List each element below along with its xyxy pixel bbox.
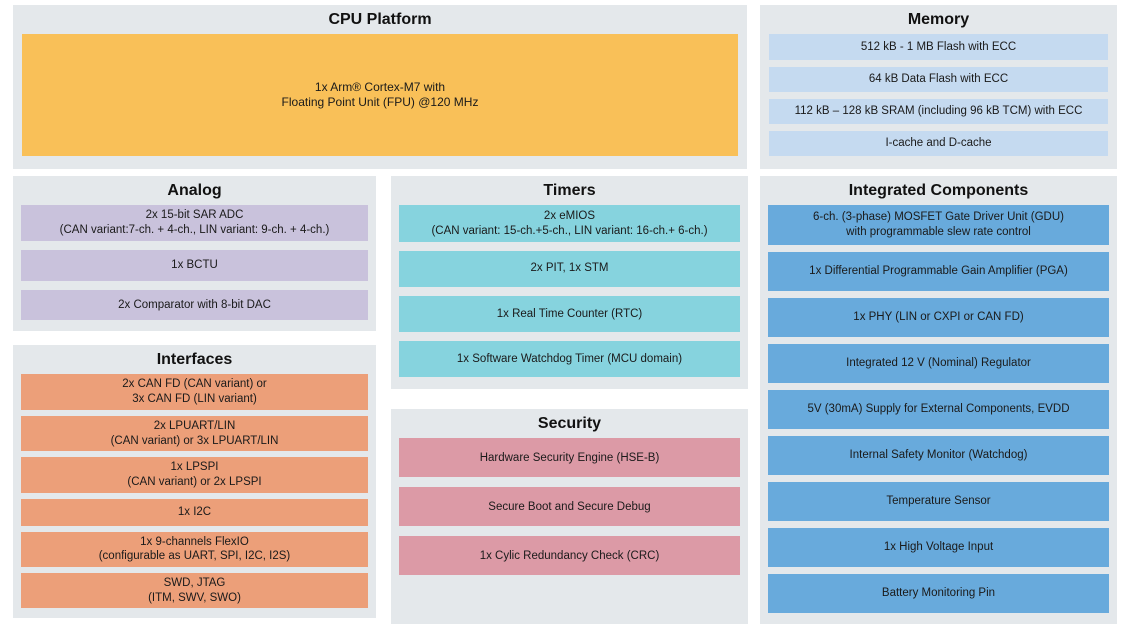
- block-integrated-regulator: Integrated 12 V (Nominal) Regulator: [768, 343, 1109, 383]
- panel-body-timers: 2x eMIOS (CAN variant: 15-ch.+5-ch., LIN…: [391, 205, 748, 385]
- panel-body-analog: 2x 15-bit SAR ADC (CAN variant:7-ch. + 4…: [13, 205, 376, 328]
- block-interfaces-lpuart-lin: 2x LPUART/LIN (CAN variant) or 3x LPUART…: [21, 415, 368, 452]
- block-analog-comparator: 2x Comparator with 8-bit DAC: [21, 289, 368, 321]
- block-interfaces-swd-jtag: SWD, JTAG (ITM, SWV, SWO): [21, 572, 368, 609]
- block-integrated-evdd: 5V (30mA) Supply for External Components…: [768, 389, 1109, 429]
- block-interfaces-can-fd: 2x CAN FD (CAN variant) or 3x CAN FD (LI…: [21, 374, 368, 410]
- panel-title-analog: Analog: [167, 182, 222, 199]
- block-timers-rtc: 1x Real Time Counter (RTC): [399, 295, 740, 333]
- panel-security: Security Hardware Security Engine (HSE-B…: [391, 409, 748, 624]
- block-analog-bctu: 1x BCTU: [21, 249, 368, 281]
- panel-title-timers: Timers: [543, 182, 596, 199]
- block-memory-sram: 112 kB – 128 kB SRAM (including 96 kB TC…: [769, 98, 1108, 125]
- block-analog-sar-adc: 2x 15-bit SAR ADC (CAN variant:7-ch. + 4…: [21, 205, 368, 241]
- block-memory-cache: I-cache and D-cache: [769, 131, 1108, 157]
- panel-body-cpu-platform: 1x Arm® Cortex-M7 with Floating Point Un…: [13, 34, 747, 165]
- panel-cpu-platform: CPU Platform 1x Arm® Cortex-M7 with Floa…: [13, 5, 747, 169]
- panel-integrated-components: Integrated Components 6-ch. (3-phase) MO…: [760, 176, 1117, 624]
- block-interfaces-i2c: 1x I2C: [21, 498, 368, 526]
- block-integrated-phy: 1x PHY (LIN or CXPI or CAN FD): [768, 297, 1109, 337]
- panel-body-integrated-components: 6-ch. (3-phase) MOSFET Gate Driver Unit …: [760, 205, 1117, 621]
- block-integrated-temp-sensor: Temperature Sensor: [768, 482, 1109, 522]
- block-memory-flash: 512 kB - 1 MB Flash with ECC: [769, 34, 1108, 60]
- block-integrated-battery-pin: Battery Monitoring Pin: [768, 574, 1109, 614]
- block-integrated-pga: 1x Differential Programmable Gain Amplif…: [768, 251, 1109, 291]
- block-cpu-core: 1x Arm® Cortex-M7 with Floating Point Un…: [22, 34, 738, 157]
- panel-title-memory: Memory: [907, 11, 970, 28]
- block-integrated-gdu: 6-ch. (3-phase) MOSFET Gate Driver Unit …: [768, 205, 1109, 245]
- block-timers-pit-stm: 2x PIT, 1x STM: [399, 250, 740, 287]
- block-timers-watchdog: 1x Software Watchdog Timer (MCU domain): [399, 341, 740, 378]
- block-security-crc: 1x Cylic Redundancy Check (CRC): [399, 536, 740, 576]
- panel-body-interfaces: 2x CAN FD (CAN variant) or 3x CAN FD (LI…: [13, 374, 376, 616]
- block-security-secure-boot: Secure Boot and Secure Debug: [399, 487, 740, 527]
- block-integrated-safety-monitor: Internal Safety Monitor (Watchdog): [768, 435, 1109, 476]
- panel-analog: Analog 2x 15-bit SAR ADC (CAN variant:7-…: [13, 176, 376, 331]
- block-interfaces-flexio: 1x 9-channels FlexIO (configurable as UA…: [21, 531, 368, 567]
- panel-body-security: Hardware Security Engine (HSE-B) Secure …: [391, 438, 748, 583]
- panel-timers: Timers 2x eMIOS (CAN variant: 15-ch.+5-c…: [391, 176, 748, 389]
- panel-title-security: Security: [537, 415, 602, 432]
- panel-title-cpu-platform: CPU Platform: [328, 11, 432, 28]
- block-timers-emios: 2x eMIOS (CAN variant: 15-ch.+5-ch., LIN…: [399, 205, 740, 242]
- panel-memory: Memory 512 kB - 1 MB Flash with ECC 64 k…: [760, 5, 1117, 169]
- panel-title-interfaces: Interfaces: [156, 351, 233, 368]
- block-integrated-hv-input: 1x High Voltage Input: [768, 528, 1109, 568]
- panel-body-memory: 512 kB - 1 MB Flash with ECC 64 kB Data …: [760, 34, 1117, 165]
- block-interfaces-lpspi: 1x LPSPI (CAN variant) or 2x LPSPI: [21, 457, 368, 493]
- block-memory-data-flash: 64 kB Data Flash with ECC: [769, 66, 1108, 92]
- panel-title-integrated-components: Integrated Components: [848, 182, 1029, 199]
- panel-interfaces: Interfaces 2x CAN FD (CAN variant) or 3x…: [13, 345, 376, 618]
- block-security-hse: Hardware Security Engine (HSE-B): [399, 438, 740, 478]
